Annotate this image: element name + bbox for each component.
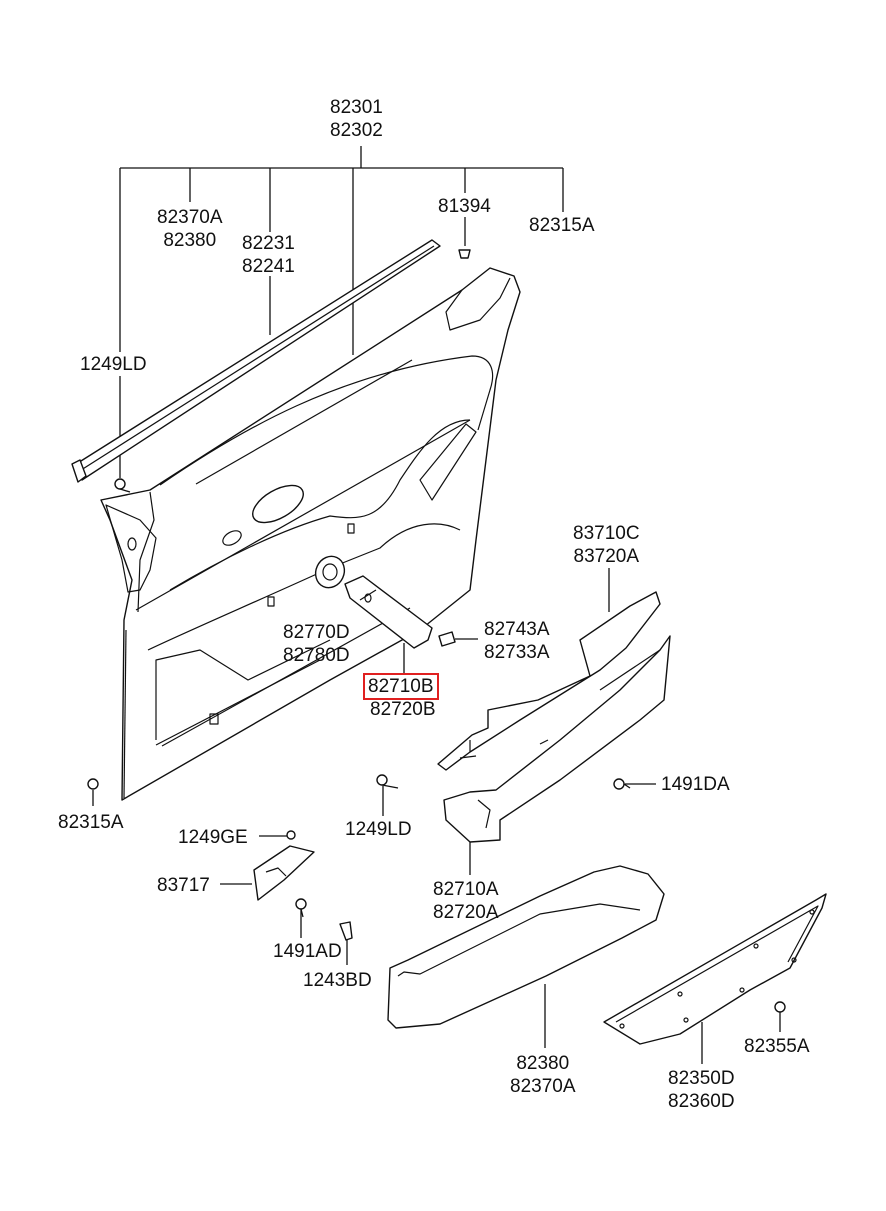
armrest-insert	[437, 591, 661, 771]
label-82315a-left: 82315A	[58, 812, 124, 833]
bracket	[253, 845, 315, 901]
label-82355a: 82355A	[744, 1036, 810, 1057]
label-81394: 81394	[438, 196, 491, 217]
label-1249ld-left: 1249LD	[80, 354, 147, 375]
label-82720b: 82720B	[370, 699, 436, 720]
label-1491da: 1491DA	[661, 774, 730, 795]
label-82315a-top: 82315A	[529, 215, 595, 236]
label-83717: 83717	[157, 875, 210, 896]
pull-handle	[344, 575, 433, 649]
armrest-base	[443, 635, 671, 843]
door-trim-panel	[100, 267, 521, 801]
map-pocket	[387, 865, 665, 1029]
label-1249ge: 1249GE	[178, 827, 248, 848]
speaker-grille	[314, 555, 346, 589]
label-1243bd: 1243BD	[303, 970, 372, 991]
label-82710b-highlighted: 82710B	[363, 673, 439, 700]
fasteners	[87, 249, 786, 1013]
label-1249ld-mid: 1249LD	[345, 819, 412, 840]
window-weatherstrip	[71, 239, 441, 483]
pocket-trim	[603, 893, 827, 1045]
label-1491ad: 1491AD	[273, 941, 342, 962]
